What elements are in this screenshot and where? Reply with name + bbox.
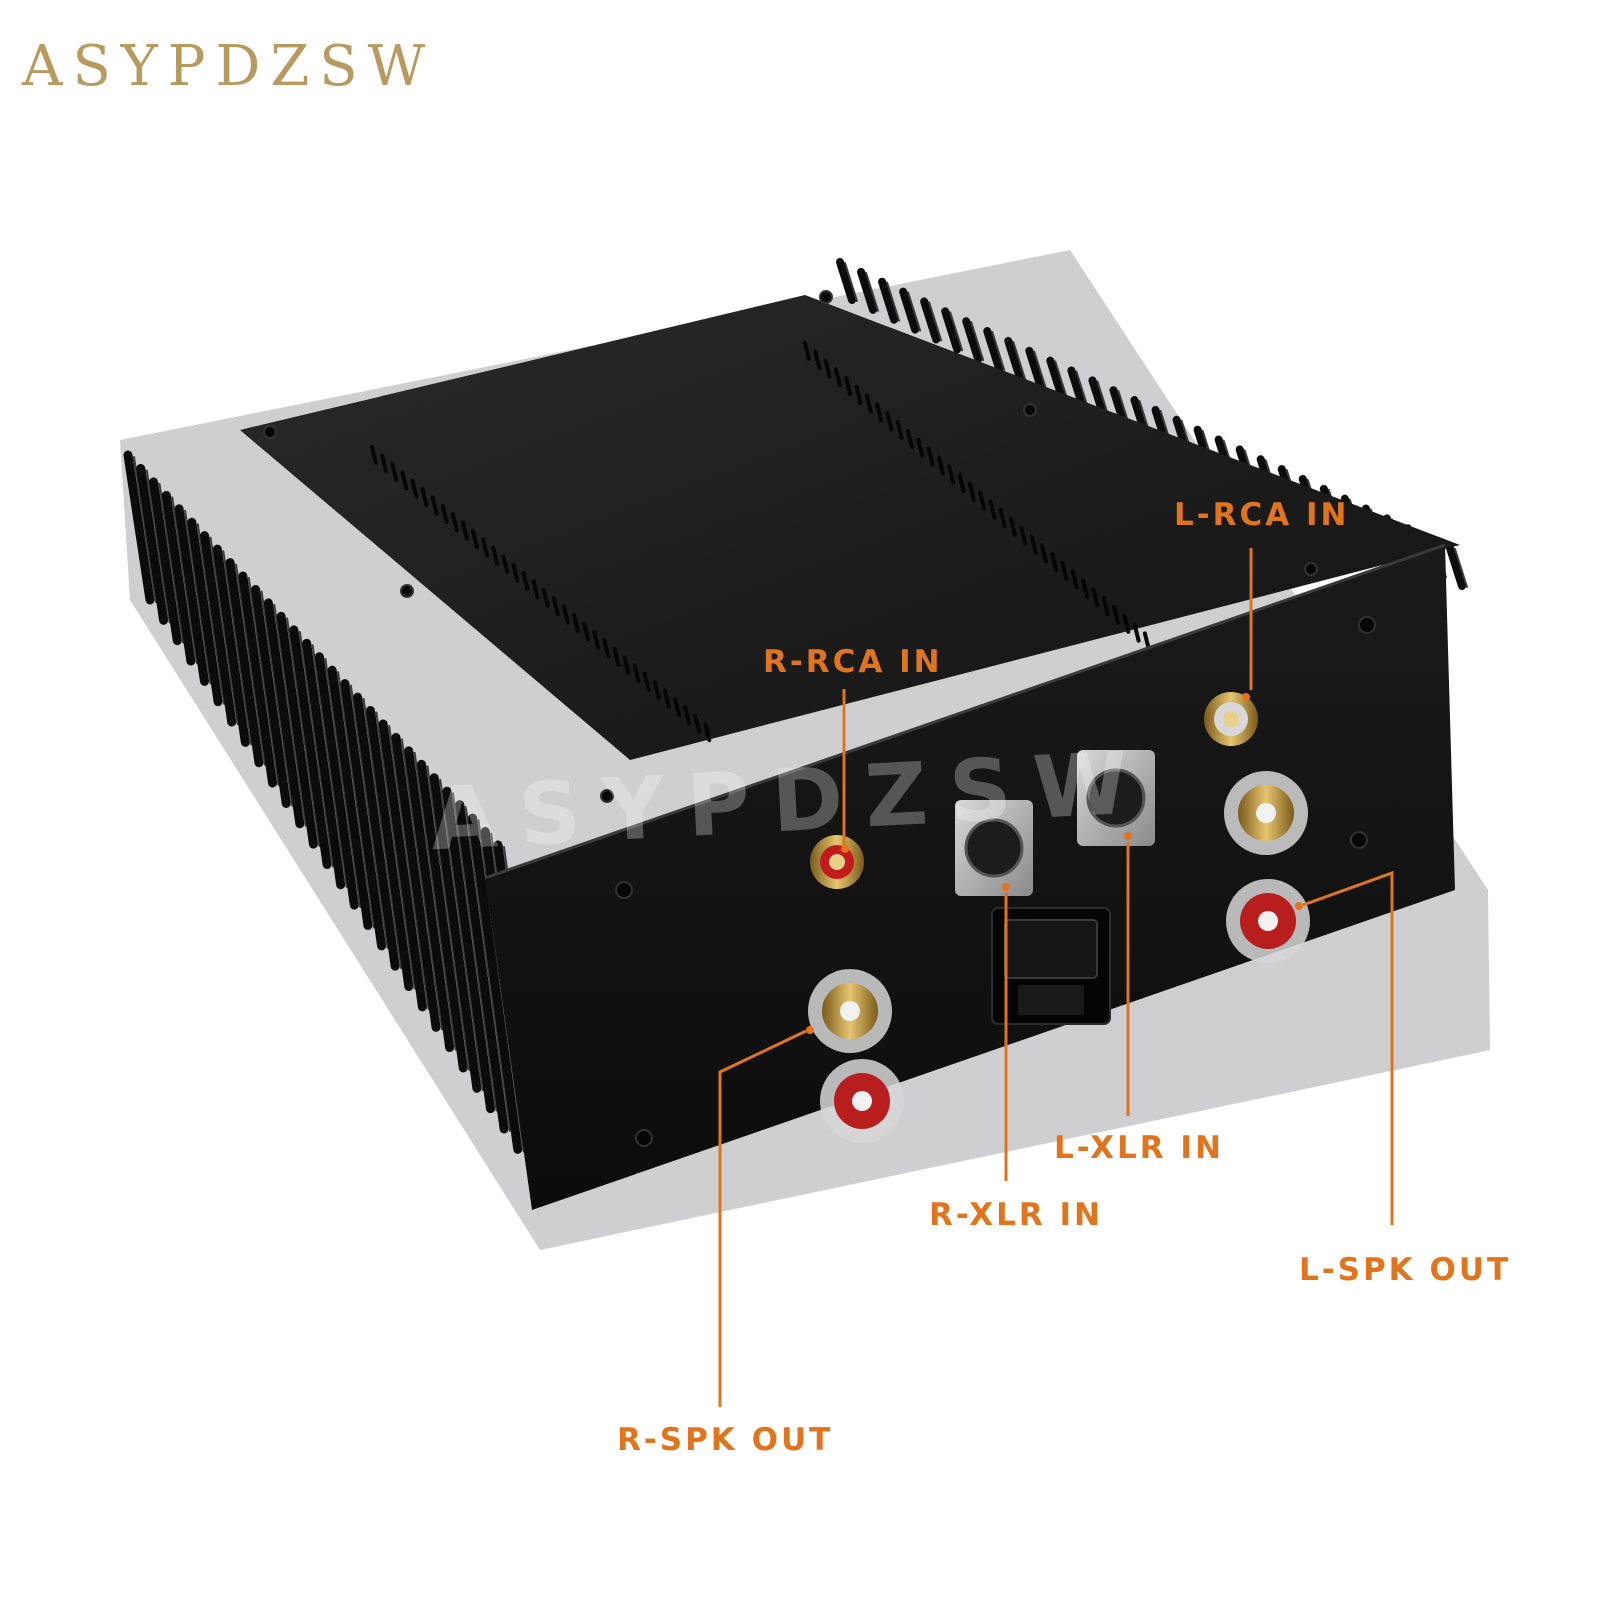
r-speaker-posts bbox=[808, 969, 904, 1143]
label-l-spk-out: L-SPK OUT bbox=[1299, 1252, 1512, 1288]
power-inlet bbox=[991, 907, 1111, 1025]
r-xlr-connector bbox=[955, 800, 1033, 896]
label-r-xlr-in: R-XLR IN bbox=[929, 1197, 1104, 1233]
label-r-rca-in: R-RCA IN bbox=[763, 644, 943, 680]
label-r-spk-out: R-SPK OUT bbox=[617, 1422, 834, 1458]
label-l-rca-in: L-RCA IN bbox=[1174, 497, 1350, 533]
r-rca-jack bbox=[810, 835, 864, 889]
label-l-xlr-in: L-XLR IN bbox=[1054, 1130, 1224, 1166]
callout-lines bbox=[718, 548, 1394, 1407]
brand-logo: ASYPDZSW bbox=[22, 34, 436, 99]
l-xlr-connector bbox=[1077, 750, 1155, 846]
top-vent-slots bbox=[370, 341, 1151, 743]
l-rca-jack bbox=[1204, 692, 1258, 746]
l-speaker-posts bbox=[1224, 771, 1310, 963]
top-cover bbox=[240, 295, 1460, 760]
panel-screws bbox=[263, 290, 1376, 1147]
